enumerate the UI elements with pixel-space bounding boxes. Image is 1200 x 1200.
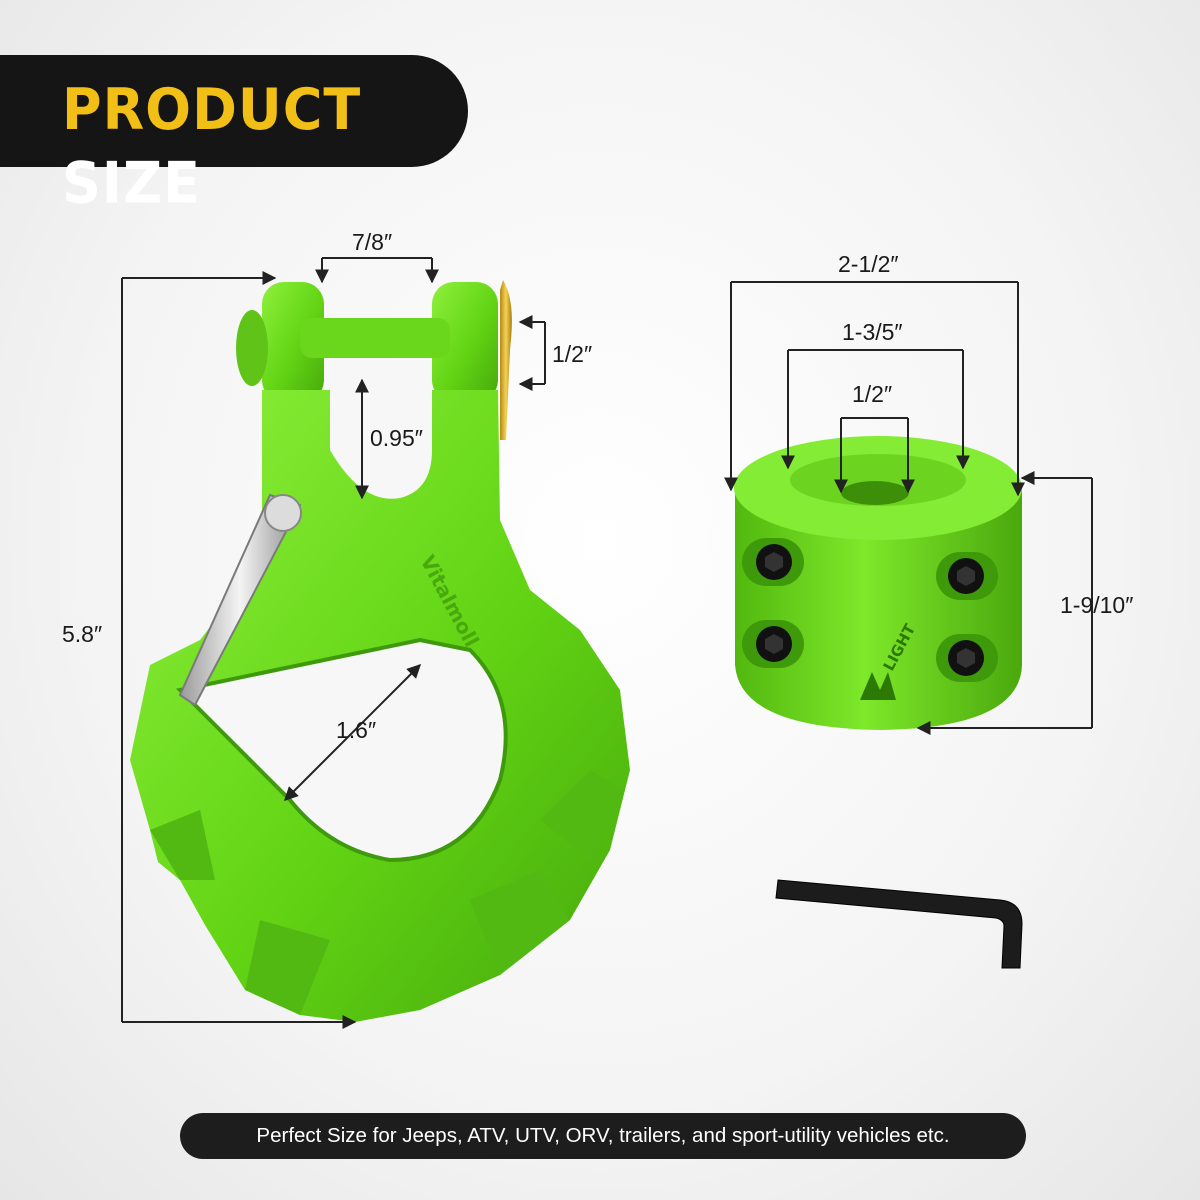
clevis-pin bbox=[300, 318, 450, 358]
title-banner: PRODUCT SIZE bbox=[0, 55, 468, 216]
banner-word-size: SIZE bbox=[62, 150, 202, 217]
banner-word-product: PRODUCT bbox=[62, 76, 362, 143]
hex-key-wrench bbox=[775, 879, 1023, 969]
footer-caption: Perfect Size for Jeeps, ATV, UTV, ORV, t… bbox=[180, 1113, 1026, 1159]
stopper-dimensions bbox=[724, 281, 1093, 735]
clevis-hook: Vitalmoll bbox=[130, 280, 630, 1022]
dim-stopper-height: 1-9/10″ bbox=[1060, 592, 1133, 618]
dim-opening: 1.6″ bbox=[336, 717, 376, 743]
latch-rivet bbox=[264, 494, 302, 532]
dim-outer: 2-1/2″ bbox=[838, 251, 899, 277]
brand-logo-icon bbox=[860, 672, 896, 700]
dim-height: 5.8″ bbox=[62, 621, 102, 647]
cotter-pin bbox=[500, 280, 512, 440]
hook-ear-left bbox=[262, 282, 324, 402]
stopper-hole bbox=[841, 481, 909, 505]
banner-title: PRODUCT SIZE bbox=[62, 74, 468, 221]
bolt-slots bbox=[742, 538, 998, 682]
dim-throat: 0.95″ bbox=[370, 425, 423, 451]
dim-pin: 1/2″ bbox=[552, 341, 592, 367]
pin-head bbox=[236, 310, 268, 386]
dim-top-width: 7/8″ bbox=[352, 229, 392, 255]
cable-stopper: LIGHT bbox=[734, 436, 1022, 730]
hook-ear-right bbox=[432, 282, 498, 402]
hook-dimensions bbox=[121, 257, 546, 1029]
dim-inner: 1-3/5″ bbox=[842, 319, 903, 345]
dim-hole: 1/2″ bbox=[852, 381, 892, 407]
